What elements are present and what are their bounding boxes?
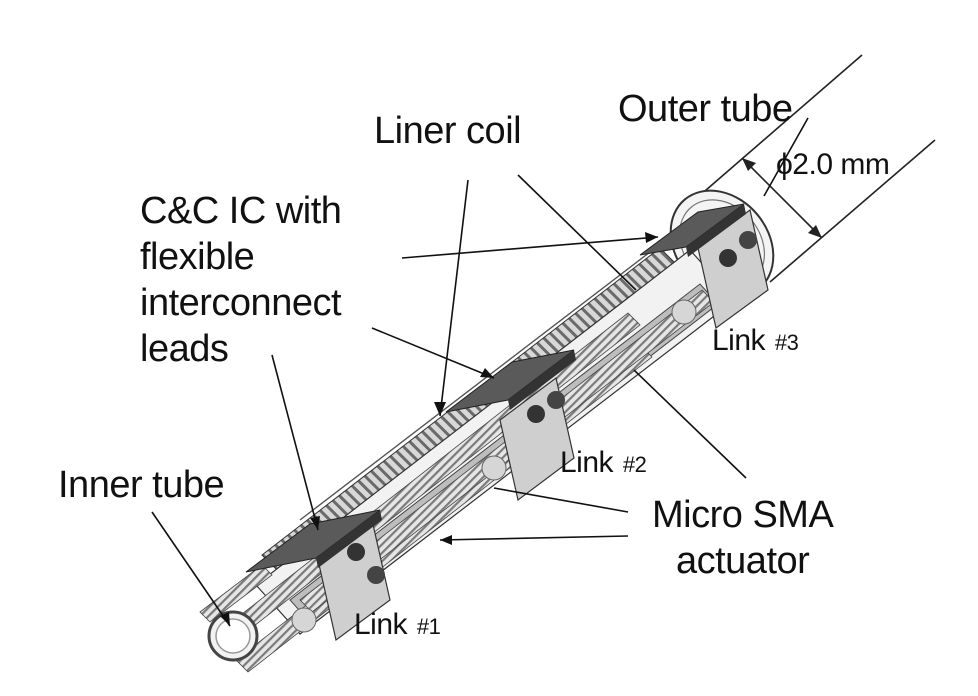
- link-2-block: [481, 376, 575, 502]
- diameter-dimension: [741, 157, 823, 239]
- leader-micro-sma-a: [633, 369, 747, 479]
- leader-liner-coil-b: [517, 174, 637, 291]
- link-3-number: #3: [774, 330, 799, 355]
- leader-outer-tube: [763, 117, 809, 197]
- leader-micro-sma-c: [439, 535, 629, 541]
- link-3-word: Link: [712, 324, 766, 357]
- cc-ic-line-3: interconnect: [140, 282, 342, 324]
- link-2-number: #2: [622, 452, 647, 477]
- cc-ic-line-2: flexible: [140, 236, 255, 278]
- leader-cc-ic-b: [371, 327, 495, 379]
- micro-sma-label: Micro SMA actuator: [652, 492, 834, 584]
- inner-tube: [207, 610, 259, 662]
- leader-cc-ic-c: [271, 354, 319, 531]
- cc-ic-label: C&C IC with flexible interconnect leads: [140, 188, 342, 372]
- leader-lines: [151, 117, 809, 627]
- leader-arrowheads: [220, 232, 658, 626]
- link-1-number: #1: [416, 614, 441, 639]
- cc-ic-line-1: C&C IC with: [140, 190, 342, 232]
- leader-cc-ic-a: [401, 236, 659, 259]
- leader-liner-coil-a: [439, 179, 469, 417]
- link-2-label: Link #2: [560, 446, 647, 479]
- micro-sma-line-1: Micro SMA: [652, 494, 834, 536]
- leader-inner-tube: [151, 511, 231, 627]
- outer-tube-label: Outer tube: [618, 88, 793, 130]
- micro-sma-line-2: actuator: [675, 540, 810, 582]
- link-3-label: Link #3: [712, 324, 799, 357]
- leader-micro-sma-b: [493, 487, 629, 513]
- ic-plates: [245, 203, 746, 573]
- liner-coil-label: Liner coil: [374, 110, 522, 152]
- inner-tube-label: Inner tube: [58, 464, 225, 506]
- cc-ic-line-4: leads: [140, 328, 229, 370]
- link-1-label: Link #1: [354, 608, 441, 641]
- link-3-block: [671, 208, 769, 330]
- diameter-label: ϕ2.0 mm: [776, 148, 890, 181]
- link-2-word: Link: [560, 446, 614, 479]
- link-1-word: Link: [354, 608, 408, 641]
